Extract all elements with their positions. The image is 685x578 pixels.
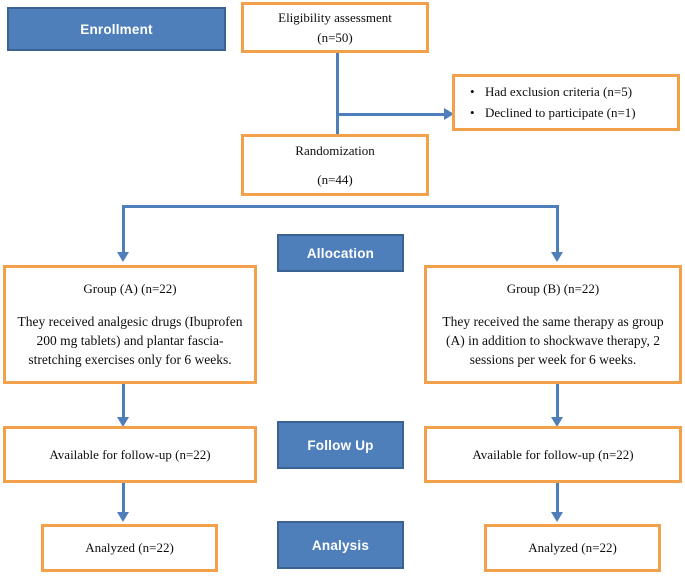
arrow-down-to-followup-a <box>117 417 129 427</box>
node-analyzed-b: Analyzed (n=22) <box>484 524 661 572</box>
stage-label-enrollment: Enrollment <box>7 7 226 51</box>
bullet-icon: • <box>470 104 475 120</box>
stage-label-allocation-text: Allocation <box>306 245 375 261</box>
group-a-title: Group (A) (n=22) <box>83 281 177 296</box>
node-group-a: Group (A) (n=22) They received analgesic… <box>3 265 257 384</box>
node-exclusions: • Had exclusion criteria (n=5) • Decline… <box>452 74 680 131</box>
followup-a-text: Available for follow-up (n=22) <box>49 446 211 462</box>
connector-group-a-to-followup <box>122 384 125 420</box>
eligibility-count: (n=50) <box>317 29 353 45</box>
node-randomization: Randomization (n=44) <box>241 134 429 196</box>
group-b-title: Group (B) (n=22) <box>506 281 600 296</box>
connector-group-b-to-followup <box>556 384 559 420</box>
stage-label-allocation: Allocation <box>277 234 404 272</box>
arrow-down-to-followup-b <box>551 417 563 427</box>
node-analyzed-a: Analyzed (n=22) <box>41 524 218 572</box>
connector-to-exclusions <box>336 113 446 116</box>
connector-allocation-right-vertical <box>556 205 559 255</box>
stage-label-follow-up-text: Follow Up <box>307 437 374 453</box>
arrow-down-to-group-a <box>117 252 129 262</box>
analyzed-a-text: Analyzed (n=22) <box>85 540 174 556</box>
connector-eligibility-to-randomization <box>336 53 339 134</box>
stage-label-analysis-text: Analysis <box>311 537 370 553</box>
connector-followup-b-to-analyzed <box>556 483 559 515</box>
list-item: • Had exclusion criteria (n=5) <box>470 82 636 103</box>
stage-label-enrollment-text: Enrollment <box>80 21 153 37</box>
arrow-right-to-exclusions <box>444 108 454 120</box>
bullet-icon: • <box>470 83 475 99</box>
node-eligibility-assessment: Eligibility assessment (n=50) <box>241 2 429 53</box>
stage-label-follow-up: Follow Up <box>277 421 404 469</box>
connector-allocation-split-horizontal <box>122 205 559 208</box>
followup-b-text: Available for follow-up (n=22) <box>472 446 634 462</box>
randomization-label: Randomization <box>295 142 375 158</box>
node-followup-a: Available for follow-up (n=22) <box>3 426 257 483</box>
stage-label-analysis: Analysis <box>277 521 404 569</box>
exclusion-criteria-text: Had exclusion criteria (n=5) <box>485 83 633 99</box>
declined-participate-text: Declined to participate (n=1) <box>485 104 636 120</box>
randomization-count: (n=44) <box>317 171 353 187</box>
group-b-description: They received the same therapy as group … <box>442 313 664 367</box>
node-followup-b: Available for follow-up (n=22) <box>424 426 682 483</box>
arrow-down-to-group-b <box>551 252 563 262</box>
node-group-b: Group (B) (n=22) They received the same … <box>424 265 682 384</box>
analyzed-b-text: Analyzed (n=22) <box>528 540 617 556</box>
eligibility-label: Eligibility assessment <box>278 9 392 25</box>
list-item: • Declined to participate (n=1) <box>470 103 636 124</box>
arrow-down-to-analyzed-a <box>117 512 129 522</box>
arrow-down-to-analyzed-b <box>551 512 563 522</box>
group-a-description: They received analgesic drugs (Ibuprofen… <box>17 313 243 367</box>
connector-allocation-left-vertical <box>122 205 125 255</box>
exclusions-list: • Had exclusion criteria (n=5) • Decline… <box>455 82 636 124</box>
connector-followup-a-to-analyzed <box>122 483 125 515</box>
